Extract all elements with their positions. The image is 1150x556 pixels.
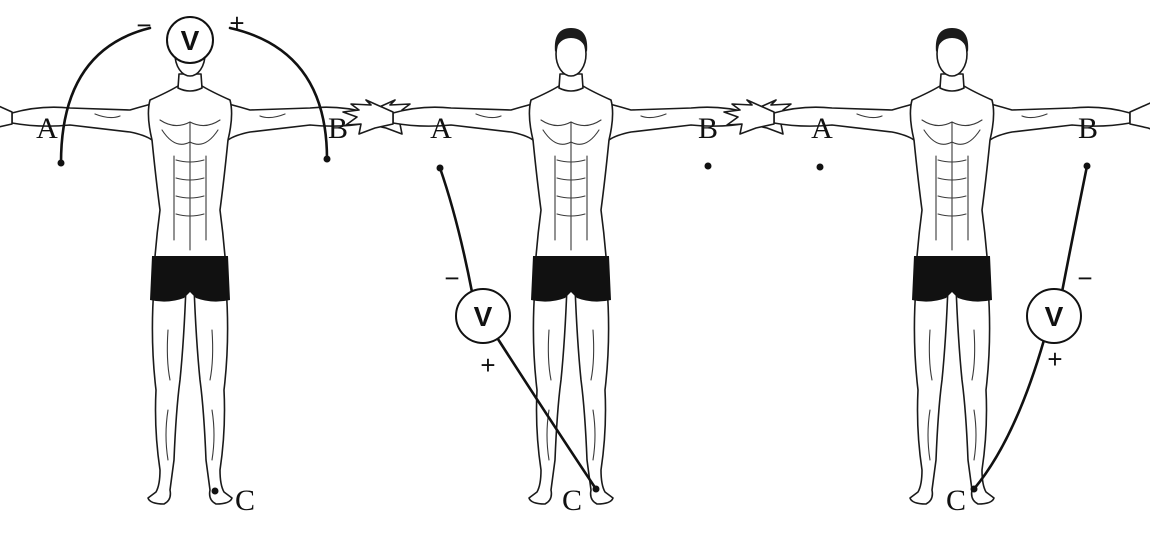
label-b: B <box>328 112 348 145</box>
lead-wire <box>228 26 329 161</box>
voltmeter-symbol: V <box>1045 301 1064 332</box>
label-c: C <box>946 484 966 517</box>
lead-wire <box>59 26 152 165</box>
voltmeter <box>166 16 214 64</box>
lead-wire <box>972 338 1046 491</box>
panel-ac: V − + A B C <box>342 27 800 517</box>
minus-sign: − <box>444 263 459 293</box>
human-figure <box>0 27 419 505</box>
human-figure <box>342 27 800 505</box>
panel-ab: V − + A B C <box>0 8 419 517</box>
voltmeter-symbol: V <box>181 25 200 56</box>
panel-bc: V − + A B C <box>723 27 1150 517</box>
voltmeter <box>1026 288 1082 344</box>
electrode-c <box>211 487 219 495</box>
label-a: A <box>811 112 833 145</box>
minus-sign: − <box>1077 263 1092 293</box>
voltmeter <box>455 288 511 344</box>
label-b: B <box>1078 112 1098 145</box>
plus-sign: + <box>1047 344 1062 374</box>
voltmeter-symbol: V <box>474 301 493 332</box>
plus-sign: + <box>480 350 495 380</box>
electrode-b <box>323 155 331 163</box>
minus-sign: − <box>136 10 151 40</box>
label-c: C <box>235 484 255 517</box>
label-a: A <box>430 112 452 145</box>
electrode-b <box>1083 162 1091 170</box>
electrode-a <box>436 164 444 172</box>
electrode-c <box>592 485 600 493</box>
electrode-a <box>816 163 824 171</box>
plus-sign: + <box>229 8 244 38</box>
electrode-a <box>57 159 65 167</box>
electrode-b <box>704 162 712 170</box>
label-b: B <box>698 112 718 145</box>
electrode-c <box>970 485 978 493</box>
lead-wire <box>1060 164 1089 294</box>
lead-wire <box>494 334 598 491</box>
label-c: C <box>562 484 582 517</box>
label-a: A <box>36 112 58 145</box>
lead-wire <box>438 166 474 294</box>
